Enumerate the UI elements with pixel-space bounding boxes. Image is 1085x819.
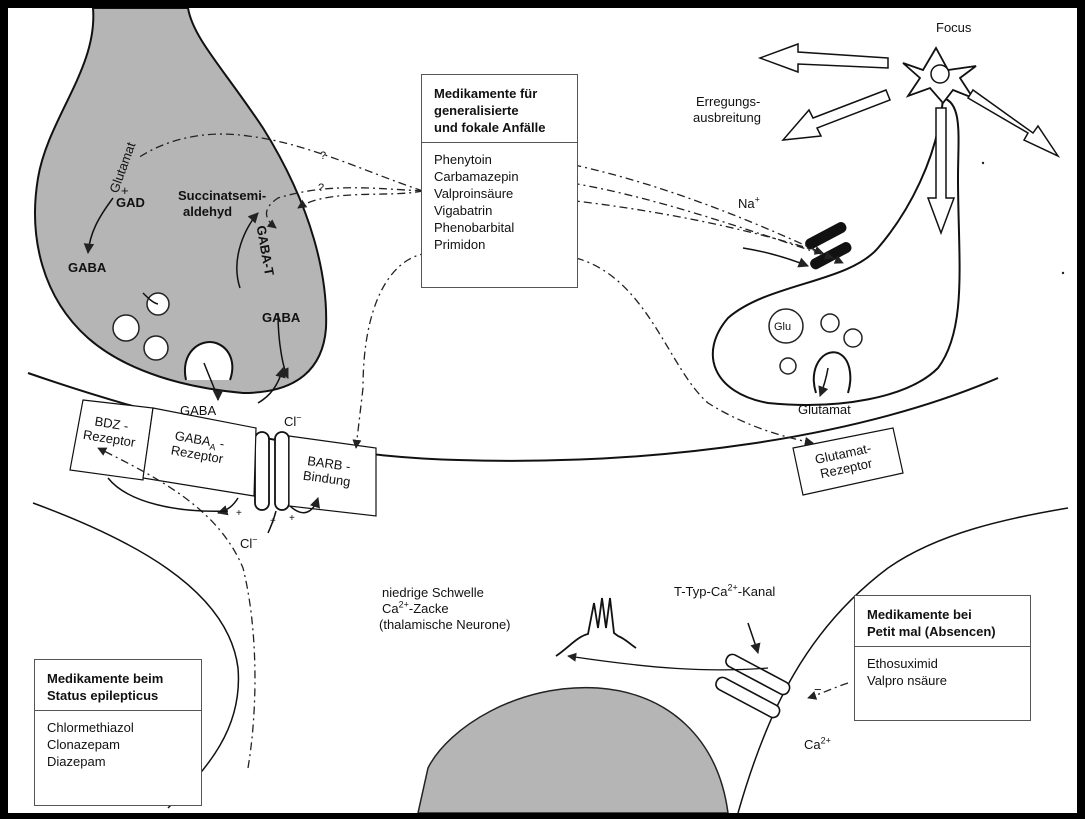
petit-mal-drugs-list: Ethosuximid Valpro nsäure xyxy=(855,647,1030,697)
status-drugs-title: Medikamente beim Status epilepticus xyxy=(35,660,201,711)
petit-mal-drugs-box: Medikamente bei Petit mal (Absencen) Eth… xyxy=(854,595,1031,721)
stray-dot xyxy=(1062,272,1064,274)
spread-arrow xyxy=(760,44,888,72)
zacke-text: -Zacke xyxy=(409,601,449,616)
plus-label: + xyxy=(121,183,129,199)
glu-vesicle xyxy=(844,329,862,347)
drug-item: Phenobarbital xyxy=(434,219,565,236)
gaba-left-label: GABA xyxy=(68,260,106,276)
glu-label: Glu xyxy=(774,319,791,335)
erregung-label-1: Erregungs- xyxy=(696,94,760,110)
gaba-right-label: GABA xyxy=(262,310,300,326)
succinat-label-2: aldehyd xyxy=(183,204,232,220)
general-drugs-box: Medikamente für generalisierte und fokal… xyxy=(421,74,578,288)
question-mark-2: ? xyxy=(318,180,324,196)
kanal-text: -Kanal xyxy=(738,584,776,599)
focus-nucleus xyxy=(931,65,949,83)
ca-text: Ca xyxy=(804,737,821,752)
general-drugs-list: Phenytoin Carbamazepin Valproinsäure Vig… xyxy=(422,143,577,261)
plus-mark: + xyxy=(236,506,242,522)
drug-item: Chlormethiazol xyxy=(47,719,189,736)
cl-top-label: Cl− xyxy=(284,414,302,430)
petit-mal-drugs-title: Medikamente bei Petit mal (Absencen) xyxy=(855,596,1030,647)
drug-item: Ethosuximid xyxy=(867,655,1018,672)
focus-label: Focus xyxy=(936,20,971,36)
drug-item: Carbamazepin xyxy=(434,168,565,185)
succinat-label-1: Succinatsemi- xyxy=(178,188,266,204)
cl-sup: − xyxy=(296,413,301,423)
question-mark-1: ? xyxy=(320,148,326,164)
barb-binding-label: BARB - Bindung xyxy=(302,453,353,489)
title-line: und fokale Anfälle xyxy=(434,119,565,136)
drug-item: Diazepam xyxy=(47,753,189,770)
thalamic-neuron xyxy=(418,688,728,813)
na-text: Na xyxy=(738,196,755,211)
stray-dot xyxy=(982,162,984,164)
drug-item: Valpro nsäure xyxy=(867,672,1018,689)
spread-arrow xyxy=(968,90,1058,156)
drug-item: Vigabatrin xyxy=(434,202,565,219)
glu-vesicle xyxy=(780,358,796,374)
plus-mark: + xyxy=(289,511,295,527)
drug-item: Valproinsäure xyxy=(434,185,565,202)
gabaa-channel xyxy=(275,432,289,510)
cl-bottom-label: Cl− xyxy=(240,536,258,552)
drug-item: Phenytoin xyxy=(434,151,565,168)
na-label: Na+ xyxy=(738,196,760,212)
status-drugs-list: Chlormethiazol Clonazepam Diazepam xyxy=(35,711,201,778)
ttyp-sup: 2+ xyxy=(727,583,737,593)
plus-mark: + xyxy=(270,514,276,530)
drug-item: Primidon xyxy=(434,236,565,253)
erregung-label-2: ausbreitung xyxy=(693,110,761,126)
spread-arrow xyxy=(783,90,890,140)
ca-label: Ca2+ xyxy=(804,737,831,753)
title-line: Medikamente für xyxy=(434,85,565,102)
schwelle-label-3: (thalamische Neurone) xyxy=(379,617,511,633)
minus-mark: − xyxy=(814,682,822,698)
cl-sup: − xyxy=(252,535,257,545)
ca-sup: 2+ xyxy=(399,600,409,610)
title-line: Medikamente bei xyxy=(867,606,1018,623)
cl-text: Cl xyxy=(284,414,296,429)
vesicle xyxy=(144,336,168,360)
status-drugs-box: Medikamente beim Status epilepticus Chlo… xyxy=(34,659,202,806)
gabaa-channel xyxy=(255,432,269,510)
title-line: Status epilepticus xyxy=(47,687,189,704)
title-line: Medikamente beim xyxy=(47,670,189,687)
ttype-label: T-Typ-Ca2+-Kanal xyxy=(674,584,775,600)
ca-spike-waveform xyxy=(556,598,636,656)
gaba-bottom-label: GABA xyxy=(180,403,216,419)
diagram-canvas: Focus Erregungs- ausbreitung Na+ Glutama… xyxy=(8,8,1077,813)
title-line: Petit mal (Absencen) xyxy=(867,623,1018,640)
ca-text: Ca xyxy=(382,601,399,616)
glutamat-release-label: Glutamat xyxy=(798,402,851,418)
cl-text: Cl xyxy=(240,536,252,551)
drug-item: Clonazepam xyxy=(47,736,189,753)
title-line: generalisierte xyxy=(434,102,565,119)
na-sup: + xyxy=(755,195,760,205)
vesicle xyxy=(113,315,139,341)
general-drugs-title: Medikamente für generalisierte und fokal… xyxy=(422,75,577,143)
glu-vesicle xyxy=(821,314,839,332)
gabaa-dash: - xyxy=(215,435,225,451)
schwelle-label-2: Ca2+-Zacke xyxy=(382,601,449,617)
schwelle-label-1: niedrige Schwelle xyxy=(382,585,484,601)
ca-sup: 2+ xyxy=(821,736,831,746)
ttyp-text: T-Typ-Ca xyxy=(674,584,727,599)
